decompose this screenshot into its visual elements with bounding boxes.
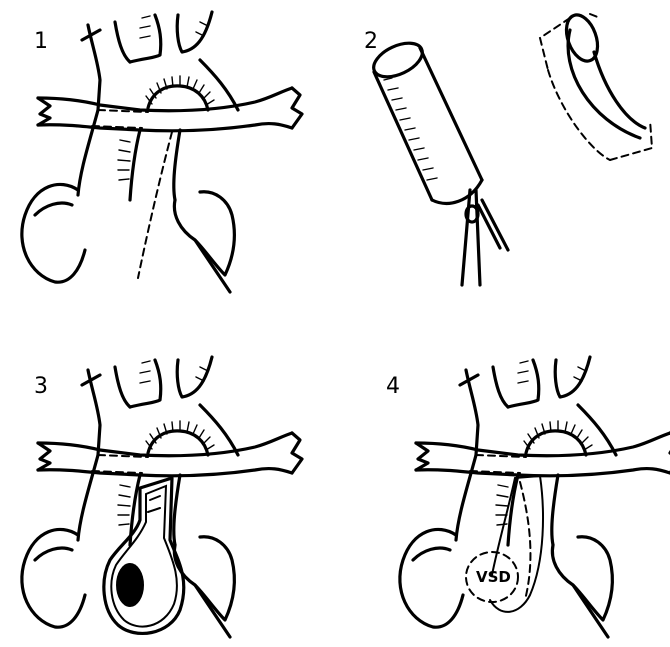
panel-3-label: 3 [34,374,48,399]
panel-4-label: 4 [386,374,400,399]
panel-4: VSD 4 [386,357,670,637]
forceps [462,190,508,285]
panel-1-label: 1 [34,29,48,54]
panel-3: 3 [22,357,302,637]
tube-graft [369,36,482,203]
outflow-patch [104,478,184,633]
panel-2-label: 2 [364,29,378,54]
half-graft [540,11,652,160]
panel-2: 2 [364,11,652,285]
vsd-marker: VSD [466,552,518,602]
panel-1: 1 [22,12,302,292]
repair-patch [490,476,543,612]
vsd-label: VSD [476,568,511,586]
